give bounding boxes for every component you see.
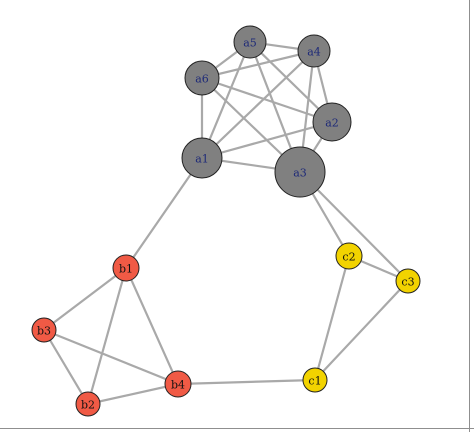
node-label-b2: b2 <box>81 399 95 412</box>
edge-b2-b4 <box>86 382 180 406</box>
node-label-c1: c1 <box>308 375 321 388</box>
node-label-b4: b4 <box>171 379 185 392</box>
node-b2: b2 <box>75 391 101 417</box>
node-label-a3: a3 <box>293 167 307 180</box>
node-circle-a1 <box>181 137 223 179</box>
edge-a6-a2 <box>200 76 334 124</box>
node-c1: c1 <box>302 367 328 393</box>
node-label-a2: a2 <box>325 117 339 130</box>
edge-b1-b3 <box>42 266 128 332</box>
node-a2: a2 <box>312 102 352 142</box>
edge-a4-a1 <box>200 49 316 160</box>
node-label-b1: b1 <box>119 263 133 276</box>
node-c2: c2 <box>335 242 363 270</box>
node-circle-a3 <box>274 146 326 198</box>
node-circle-b4 <box>164 370 192 398</box>
node-b3: b3 <box>31 317 57 343</box>
node-c3: c3 <box>395 268 421 294</box>
node-circle-b3 <box>31 317 57 343</box>
node-b4: b4 <box>164 370 192 398</box>
nodes-layer: a1 a2 a3 a4 a5 a6 b1 b2 b3 b4 c1 c2 c3 <box>31 25 421 417</box>
node-label-c3: c3 <box>401 276 414 289</box>
node-a4: a4 <box>297 34 331 68</box>
edge-b3-b2 <box>42 328 90 406</box>
node-b1: b1 <box>112 254 140 282</box>
node-circle-b1 <box>112 254 140 282</box>
node-label-c2: c2 <box>342 251 355 264</box>
node-label-a4: a4 <box>307 46 321 59</box>
edge-b1-b4 <box>124 266 180 386</box>
edge-a1-b1 <box>124 156 204 270</box>
edge-c1-c2 <box>313 254 351 382</box>
node-a3: a3 <box>274 146 326 198</box>
edge-c1-c3 <box>313 279 410 382</box>
edge-b1-b2 <box>86 266 128 406</box>
node-circle-c1 <box>302 367 328 393</box>
edge-b4-c1 <box>176 378 317 386</box>
node-a6: a6 <box>184 60 220 96</box>
node-a5: a5 <box>233 25 267 59</box>
edge-b3-b4 <box>42 328 180 386</box>
node-label-a1: a1 <box>195 153 209 166</box>
node-circle-a5 <box>233 25 267 59</box>
node-circle-c2 <box>335 242 363 270</box>
node-circle-c3 <box>395 268 421 294</box>
node-circle-a2 <box>312 102 352 142</box>
node-label-a5: a5 <box>243 37 257 50</box>
edge-a3-c3 <box>298 170 410 283</box>
node-label-a6: a6 <box>195 73 209 86</box>
node-label-b3: b3 <box>37 325 51 338</box>
node-circle-b2 <box>75 391 101 417</box>
edge-a4-a6 <box>200 49 316 80</box>
node-circle-a4 <box>297 34 331 68</box>
edges-layer <box>42 40 410 406</box>
node-circle-a6 <box>184 60 220 96</box>
edge-a2-a1 <box>200 120 334 160</box>
node-a1: a1 <box>181 137 223 179</box>
